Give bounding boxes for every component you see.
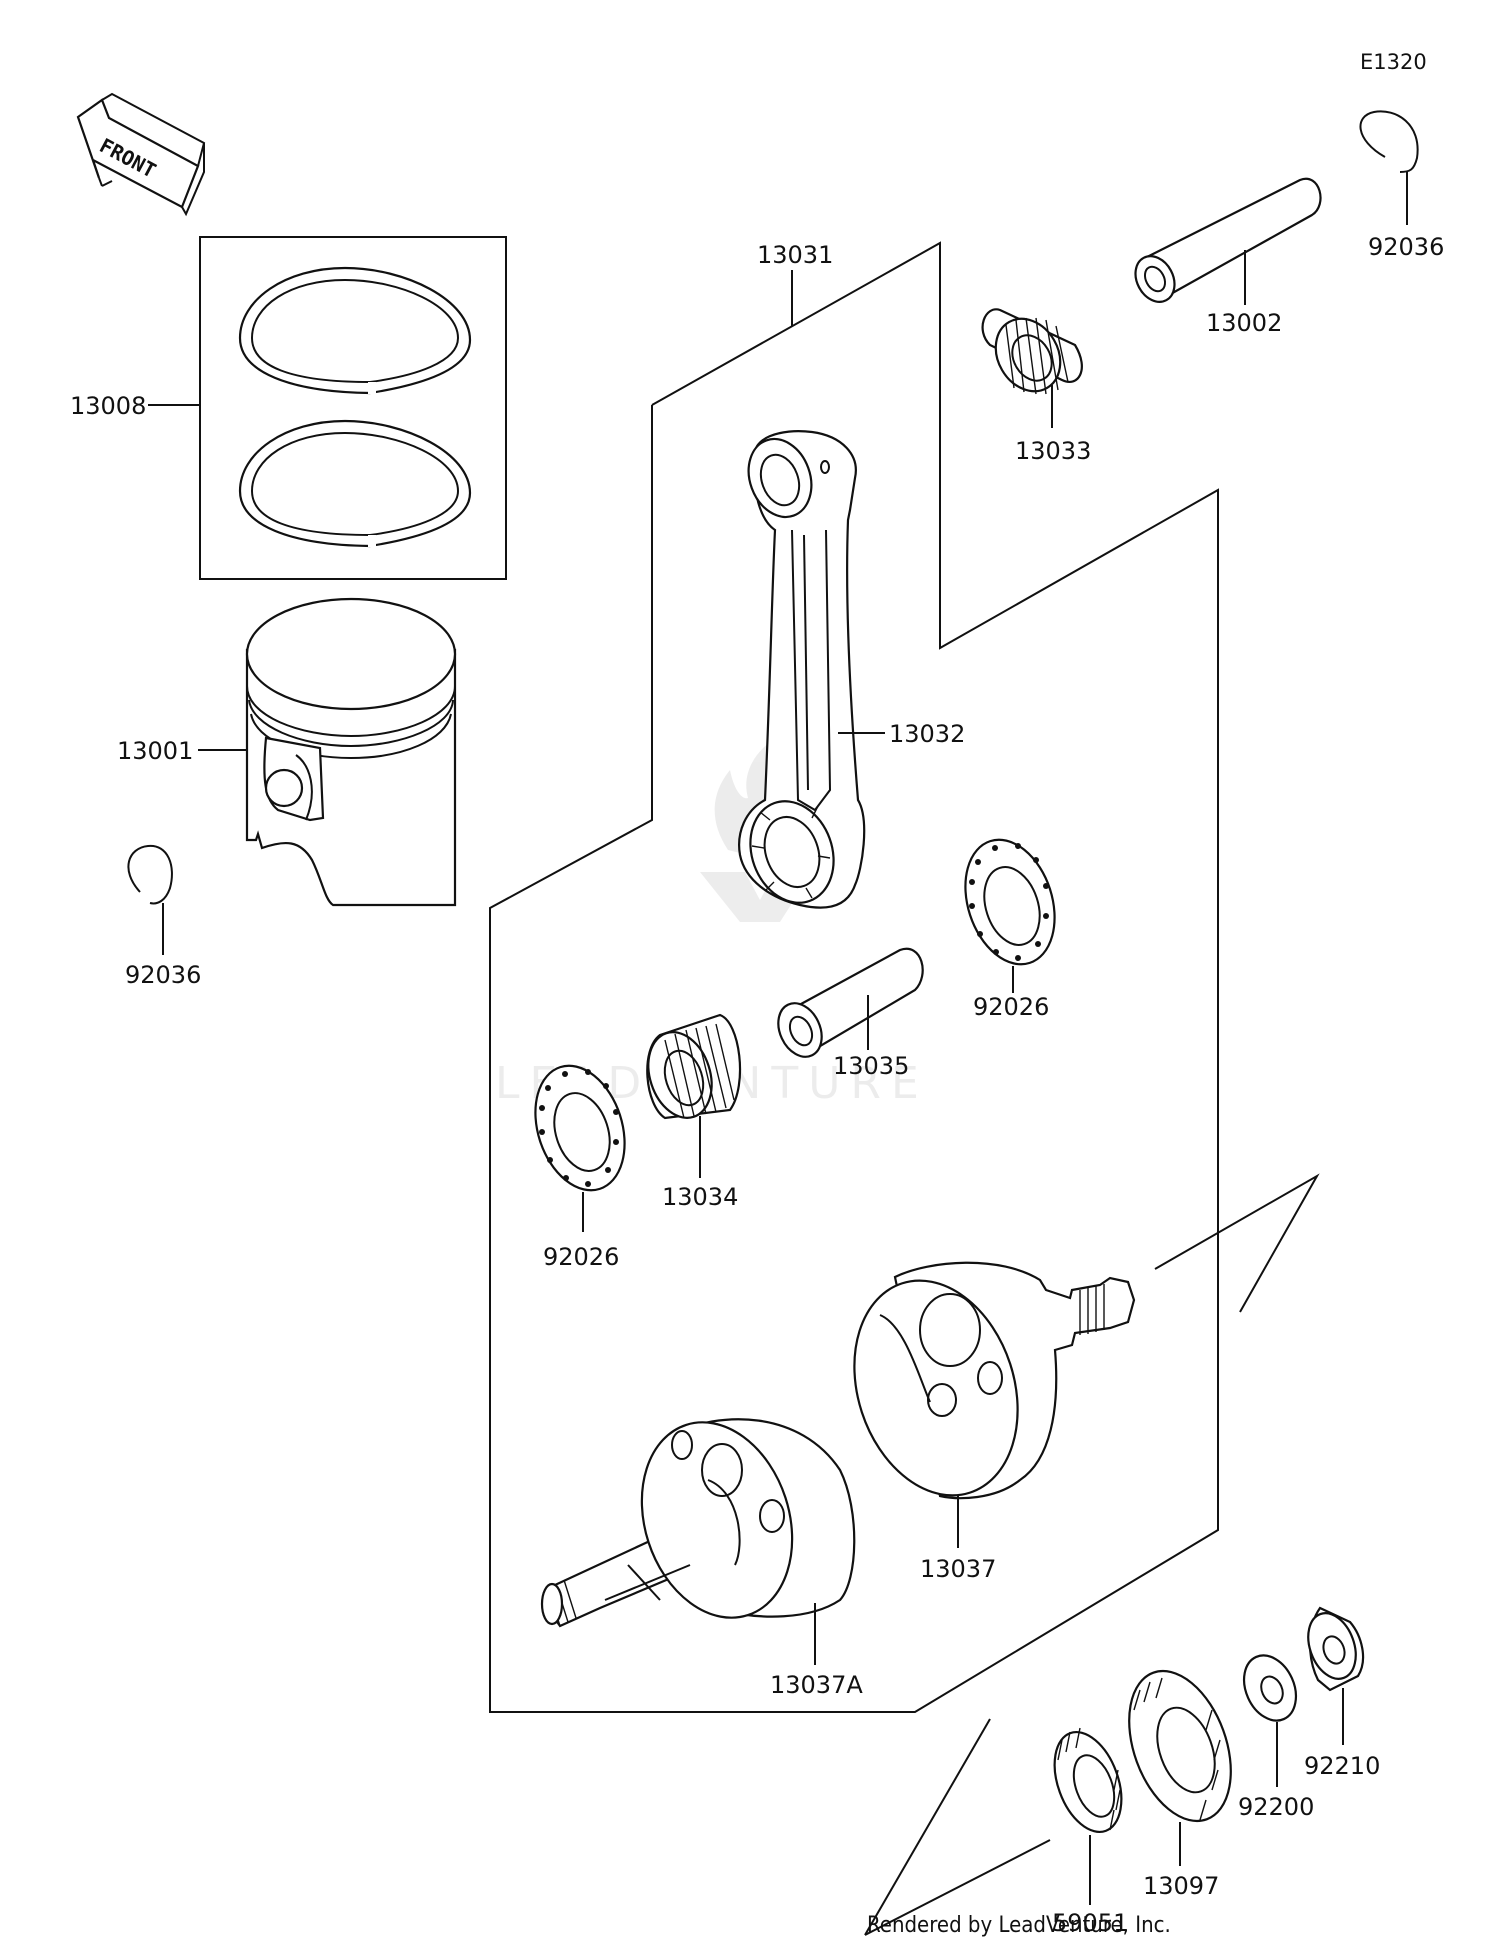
diagram-code: E1320 (1360, 50, 1427, 74)
label-13035[interactable]: 13035 (833, 1052, 909, 1080)
credit-text: Rendered by LeadVenture, Inc. (867, 1913, 1171, 1938)
label-13008[interactable]: 13008 (70, 392, 146, 420)
primary-gear (1128, 1669, 1232, 1823)
crank-pin-washer-left (534, 1064, 626, 1192)
piston-pin (1134, 177, 1322, 303)
flywheel-right (853, 1261, 1136, 1500)
connecting-rod (738, 430, 866, 909)
label-92200[interactable]: 92200 (1238, 1793, 1314, 1821)
clip-right (1359, 110, 1419, 173)
label-13001[interactable]: 13001 (117, 737, 193, 765)
label-92210[interactable]: 92210 (1304, 1752, 1380, 1780)
conrod-assembly-outline (489, 241, 1219, 1713)
piston-ring-box (199, 236, 507, 580)
label-92036-right[interactable]: 92036 (1368, 233, 1444, 261)
label-13032[interactable]: 13032 (889, 720, 965, 748)
label-13031[interactable]: 13031 (757, 241, 833, 269)
clip-left (127, 844, 173, 905)
label-13037A[interactable]: 13037A (770, 1671, 863, 1699)
label-92026-left[interactable]: 92026 (543, 1243, 619, 1271)
flywheel-left (540, 1418, 856, 1628)
crank-pin-washer-right (964, 838, 1056, 966)
key-gear (1053, 1727, 1123, 1834)
nut (1307, 1606, 1365, 1692)
shaft-link-right (1154, 1173, 1320, 1313)
washer (1242, 1654, 1298, 1722)
label-13097[interactable]: 13097 (1143, 1872, 1219, 1900)
label-92036-left[interactable]: 92036 (125, 961, 201, 989)
label-13034[interactable]: 13034 (662, 1183, 738, 1211)
piston (245, 597, 457, 907)
label-13002[interactable]: 13002 (1206, 309, 1282, 337)
piston-rings (238, 266, 472, 548)
label-13037[interactable]: 13037 (920, 1555, 996, 1583)
shaft-link-bottom (864, 1718, 991, 1936)
label-92026-right[interactable]: 92026 (973, 993, 1049, 1021)
label-13033[interactable]: 13033 (1015, 437, 1091, 465)
small-end-bearing (981, 308, 1083, 395)
big-end-bearing (646, 1013, 742, 1120)
crank-pin (777, 947, 924, 1058)
label-59051[interactable]: 59051 (1052, 1909, 1128, 1937)
front-arrow-icon: FRONT (76, 92, 206, 217)
